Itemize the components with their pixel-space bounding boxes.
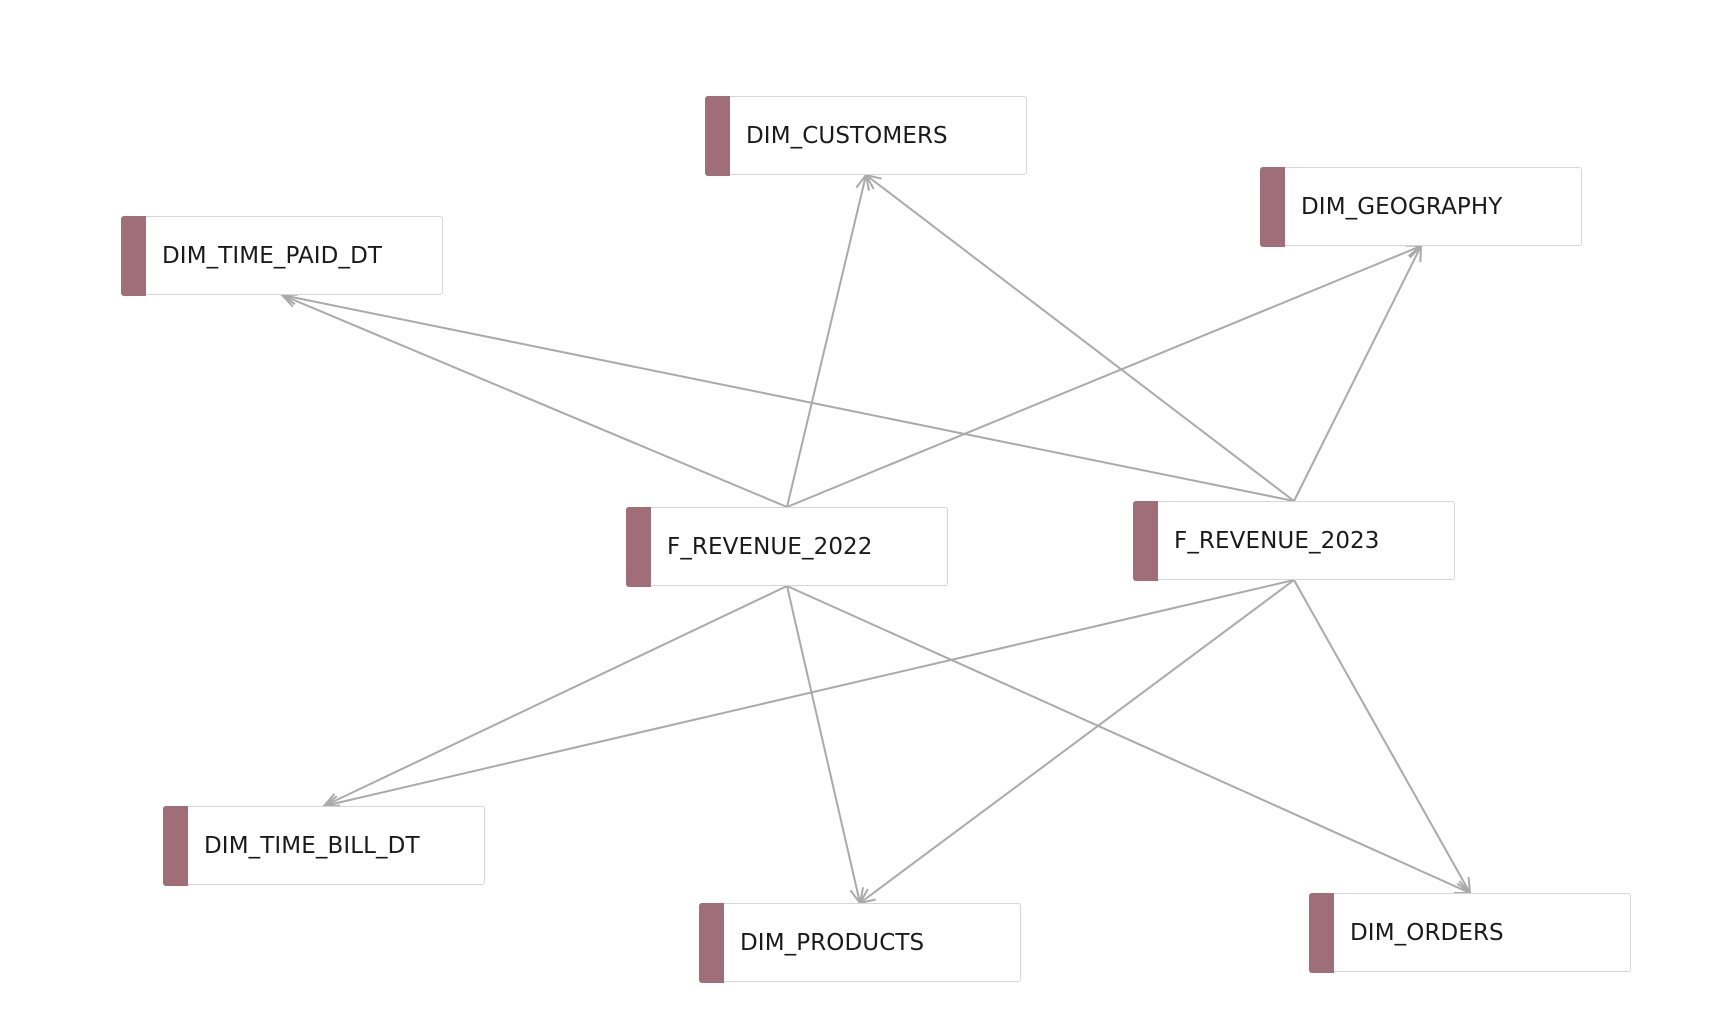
node-label: DIM_GEOGRAPHY — [1301, 193, 1503, 220]
node-label: DIM_ORDERS — [1350, 919, 1504, 946]
node-dim-customers[interactable]: DIM_CUSTOMERS — [704, 95, 1027, 176]
edge-f_revenue_2023-to-dim_time_paid_dt — [281, 294, 1295, 502]
edge-f_revenue_2022-to-dim_time_paid_dt — [281, 294, 788, 508]
arrowhead-dim_time_bill_dt — [321, 793, 341, 808]
node-accent-bar — [1308, 892, 1334, 973]
edge-f_revenue_2023-to-dim_orders — [1293, 579, 1471, 894]
node-label: DIM_TIME_PAID_DT — [162, 242, 383, 269]
node-accent-bar — [704, 95, 730, 176]
node-dim-products[interactable]: DIM_PRODUCTS — [698, 902, 1021, 983]
node-f-revenue-2023[interactable]: F_REVENUE_2023 — [1132, 500, 1455, 581]
node-dim-orders[interactable]: DIM_ORDERS — [1308, 892, 1631, 973]
edge-f_revenue_2023-to-dim_products — [859, 579, 1295, 904]
node-label: DIM_CUSTOMERS — [746, 122, 948, 149]
arrowhead-dim_geography — [1408, 243, 1423, 263]
node-accent-bar — [1259, 166, 1285, 247]
arrowhead-dim_orders — [1456, 876, 1472, 896]
arrowhead-dim_geography — [1404, 244, 1424, 259]
edge-f_revenue_2022-to-dim_time_bill_dt — [323, 585, 788, 807]
node-dim-time-bill-dt[interactable]: DIM_TIME_BILL_DT — [162, 805, 485, 886]
node-accent-bar — [625, 506, 651, 587]
edge-f_revenue_2022-to-dim_orders — [786, 585, 1471, 894]
node-dim-time-paid-dt[interactable]: DIM_TIME_PAID_DT — [120, 215, 443, 296]
arrowhead-dim_time_paid_dt — [279, 293, 299, 308]
node-dim-geography[interactable]: DIM_GEOGRAPHY — [1259, 166, 1582, 247]
node-label: F_REVENUE_2023 — [1174, 527, 1380, 554]
edge-f_revenue_2023-to-dim_time_bill_dt — [323, 579, 1295, 807]
arrowhead-dim_customers — [855, 172, 870, 191]
node-accent-bar — [162, 805, 188, 886]
arrowhead-dim_orders — [1453, 880, 1473, 895]
node-label: DIM_PRODUCTS — [740, 929, 925, 956]
node-accent-bar — [698, 902, 724, 983]
edge-f_revenue_2023-to-dim_geography — [1293, 245, 1422, 502]
edge-f_revenue_2022-to-dim_customers — [786, 174, 867, 508]
edge-f_revenue_2022-to-dim_geography — [786, 245, 1422, 508]
edge-f_revenue_2023-to-dim_customers — [865, 174, 1295, 502]
arrowhead-dim_customers — [864, 173, 882, 190]
arrowhead-dim_products — [849, 887, 865, 906]
edge-f_revenue_2022-to-dim_products — [786, 585, 861, 904]
arrowhead-dim_products — [858, 888, 876, 905]
node-accent-bar — [120, 215, 146, 296]
node-f-revenue-2022[interactable]: F_REVENUE_2022 — [625, 506, 948, 587]
node-accent-bar — [1132, 500, 1158, 581]
node-label: DIM_TIME_BILL_DT — [204, 832, 420, 859]
node-label: F_REVENUE_2022 — [667, 533, 873, 560]
